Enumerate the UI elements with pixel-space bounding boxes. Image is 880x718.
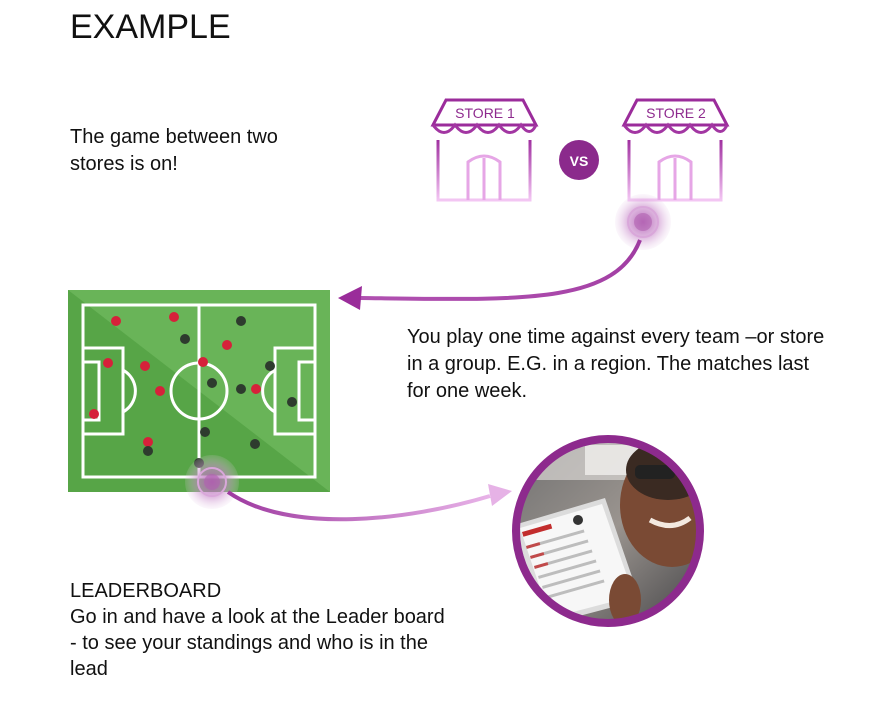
intro-text: The game between two stores is on! bbox=[70, 126, 278, 175]
page-title: EXAMPLE bbox=[70, 8, 231, 46]
leaderboard-heading: LEADERBOARD bbox=[70, 580, 222, 602]
football-pitch bbox=[68, 290, 330, 492]
store-2-label: STORE 2 bbox=[646, 105, 706, 121]
red-players bbox=[89, 312, 261, 447]
vs-badge: VS bbox=[559, 140, 599, 180]
leaderboard-photo bbox=[512, 435, 704, 627]
touch-ripple-icon bbox=[615, 194, 671, 250]
store-2-icon: STORE 2 bbox=[621, 98, 730, 202]
store-1-label: STORE 1 bbox=[455, 105, 515, 121]
arrow-to-leaderboard bbox=[226, 484, 512, 522]
play-description: You play one time against every team –or… bbox=[407, 326, 825, 402]
store-1-icon: STORE 1 bbox=[430, 98, 539, 202]
arrow-to-pitch bbox=[338, 239, 642, 310]
leaderboard-description: Go in and have a look at the Leader boar… bbox=[70, 606, 445, 680]
leaderboard-section: LEADERBOARD Go in and have a look at the… bbox=[70, 578, 450, 682]
vs-label: VS bbox=[570, 153, 589, 169]
touch-ripple-icon bbox=[185, 455, 239, 509]
